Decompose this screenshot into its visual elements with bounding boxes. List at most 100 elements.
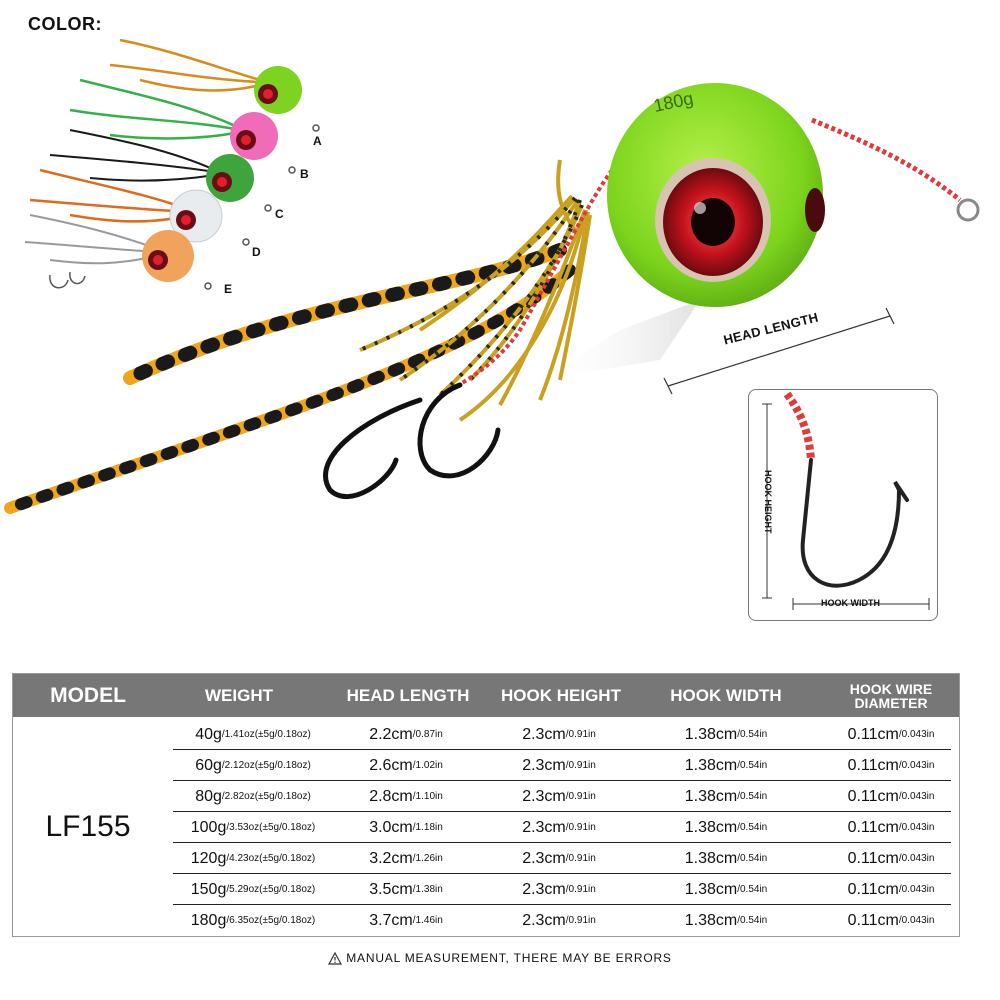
cell-hook-height-main: 2.3cm [522,787,566,805]
cell-head-length-main: 2.2cm [369,725,413,743]
cell-weight: 180g/6.35oz(±5g/0.18oz) [173,905,333,936]
cell-wire-diameter: 0.11cm/0.043in [821,905,961,936]
cell-hook-height-sub: /0.91in [565,853,596,864]
cell-head-length-sub: /0.87in [412,729,443,740]
cell-hook-height-sub: /0.91in [565,729,596,740]
variant-c-head [206,154,254,202]
cell-hook-height-sub: /0.91in [565,791,596,802]
cell-wire-diameter-sub: /0.043in [898,822,935,833]
color-section-title: COLOR: [28,14,102,34]
cell-hook-width-main: 1.38cm [684,756,738,774]
cell-hook-height-main: 2.3cm [522,849,566,867]
cell-hook-width-sub: /0.54in [737,760,768,771]
cell-weight: 60g/2.12oz(±5g/0.18oz) [173,750,333,781]
cell-head-length-main: 3.0cm [369,818,413,836]
cell-hook-width-main: 1.38cm [684,725,738,743]
cell-head-length-main: 2.8cm [369,787,413,805]
variant-d-head [169,189,223,243]
cell-hook-width: 1.38cm/0.54in [661,719,791,750]
cell-hook-width-main: 1.38cm [684,911,738,929]
variant-a-skirt [109,38,261,92]
cell-weight-main: 40g [195,725,222,743]
hook-height-label: HOOK HEIGHT [763,470,773,534]
hook-diagram: HOOK HEIGHT HOOK WIDTH [748,389,938,621]
cell-weight-main: 80g [195,787,222,805]
cell-head-length-main: 3.7cm [369,911,413,929]
variant-b-head [230,112,278,160]
cell-wire-diameter-main: 0.11cm [847,818,899,836]
cell-wire-diameter-sub: /0.043in [898,915,935,926]
cell-weight-main: 100g [190,818,227,836]
warning-icon [328,952,343,965]
cell-hook-width-sub: /0.54in [737,791,768,802]
cell-weight-sub: /6.35oz(±5g/0.18oz) [226,915,316,926]
hero-tails [4,243,576,514]
cell-wire-diameter-main: 0.11cm [847,725,899,743]
cell-head-length: 2.2cm/0.87in [333,719,479,750]
cell-hook-width-main: 1.38cm [684,818,738,836]
cell-hook-width: 1.38cm/0.54in [661,905,791,936]
cell-hook-height: 2.3cm/0.91in [489,905,629,936]
cell-hook-width-sub: /0.54in [737,853,768,864]
hero-lure-image: 180g [4,83,980,514]
hook-width-label: HOOK WIDTH [821,598,880,608]
cell-head-length-sub: /1.38in [412,884,443,895]
cell-hook-width-main: 1.38cm [684,849,738,867]
cell-hook-height-sub: /0.91in [565,915,596,926]
cell-head-length: 2.8cm/1.10in [333,781,479,812]
cell-head-length-main: 3.2cm [369,849,413,867]
cell-hook-height: 2.3cm/0.91in [489,843,629,874]
cell-head-length-sub: /1.46in [412,915,443,926]
cell-weight-main: 150g [190,880,227,898]
cell-weight-main: 120g [190,849,227,867]
variant-letter-b: B [300,167,309,181]
cell-wire-diameter: 0.11cm/0.043in [821,874,961,905]
th-hook-wire-line2: DIAMETER [854,694,928,711]
model-cell: LF155 [45,810,131,843]
cell-weight: 100g/3.53oz(±5g/0.18oz) [173,812,333,843]
cell-hook-width-sub: /0.54in [737,884,768,895]
cell-head-length: 3.2cm/1.26in [333,843,479,874]
variant-a-head [254,66,302,114]
cell-hook-height-main: 2.3cm [522,911,566,929]
table-row: 120g/4.23oz(±5g/0.18oz) 3.2cm/1.26in 2.3cm… [173,843,951,874]
color-variants-image [24,38,320,290]
cell-weight-main: 180g [190,911,227,929]
cell-hook-width: 1.38cm/0.54in [661,843,791,874]
cell-hook-height: 2.3cm/0.91in [489,874,629,905]
cell-hook-height-main: 2.3cm [522,880,566,898]
cell-head-length-main: 2.6cm [369,756,413,774]
cell-hook-height-main: 2.3cm [522,818,566,836]
variant-letter-a: A [313,134,322,148]
cell-weight-sub: /1.41oz(±5g/0.18oz) [221,729,311,740]
cell-hook-height-sub: /0.91in [565,822,596,833]
cell-hook-width-sub: /0.54in [737,915,768,926]
cell-hook-width: 1.38cm/0.54in [661,750,791,781]
cell-wire-diameter-main: 0.11cm [847,911,899,929]
variant-letter-c: C [275,207,284,221]
cell-head-length: 2.6cm/1.02in [333,750,479,781]
spec-table: MODEL WEIGHT HEAD LENGTH HOOK HEIGHT HOO… [12,673,960,937]
hero-split-ring [956,198,980,222]
cell-wire-diameter-main: 0.11cm [847,849,899,867]
cell-hook-width: 1.38cm/0.54in [661,781,791,812]
cell-hook-height: 2.3cm/0.91in [489,750,629,781]
cell-weight-sub: /4.23oz(±5g/0.18oz) [226,853,316,864]
cell-hook-height-sub: /0.91in [565,760,596,771]
cell-hook-width-sub: /0.54in [737,729,768,740]
cell-head-length: 3.5cm/1.38in [333,874,479,905]
cell-weight-main: 60g [195,756,222,774]
cell-weight-sub: /2.12oz(±5g/0.18oz) [221,760,311,771]
cell-wire-diameter: 0.11cm/0.043in [821,812,961,843]
cell-hook-width-main: 1.38cm [684,880,738,898]
hero-skirt-spots [359,196,584,397]
measurement-note: MANUAL MEASUREMENT, THERE MAY BE ERRORS [0,951,1000,965]
table-row: 150g/5.29oz(±5g/0.18oz)3.5cm/1.38in 2.3cm… [173,874,951,905]
cell-head-length: 3.7cm/1.46in [333,905,479,936]
cell-weight: 40g/1.41oz(±5g/0.18oz) [173,719,333,750]
cell-weight: 150g/5.29oz(±5g/0.18oz) [173,874,333,905]
cell-wire-diameter: 0.11cm/0.043in [821,719,961,750]
